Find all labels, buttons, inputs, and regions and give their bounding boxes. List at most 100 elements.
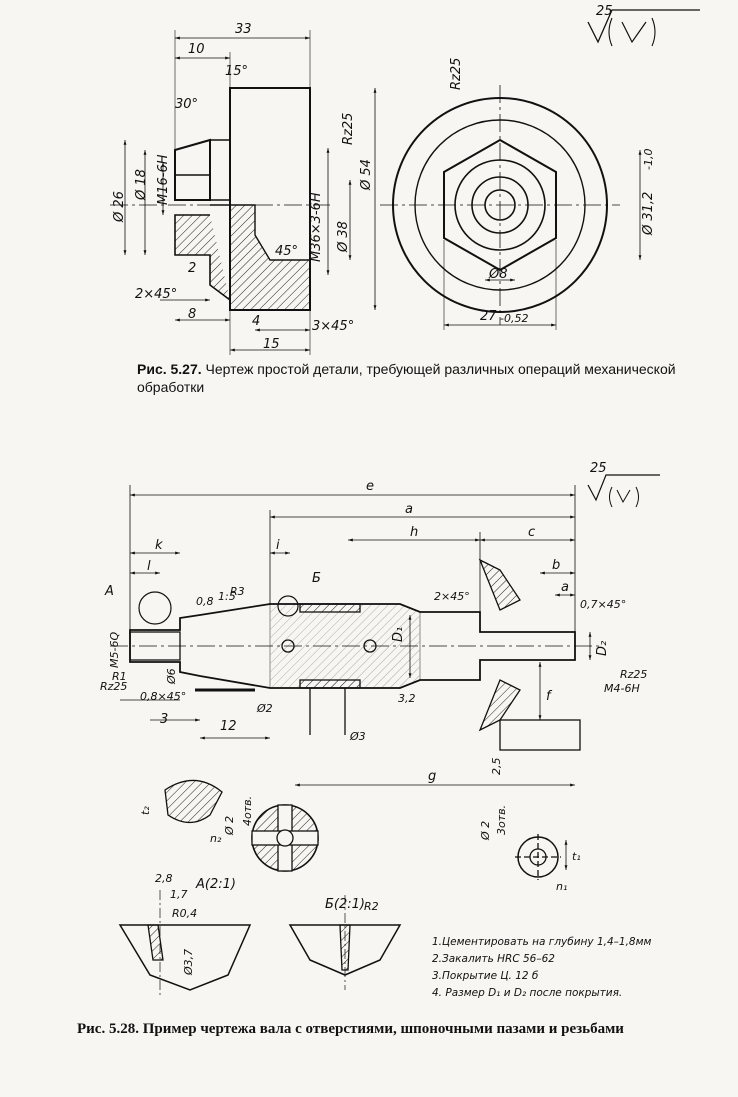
dim-4holes: 4отв. (241, 796, 254, 826)
dim-rz25-right: Rz25 (620, 668, 647, 681)
dim-m36: M36×3-6H (309, 192, 324, 262)
detail-b-label: Б(2:1) (325, 897, 365, 912)
dim-d26: Ø 26 (112, 191, 127, 223)
dim-e: e (366, 479, 374, 494)
roughness-top-value: 25 (596, 4, 613, 19)
label-b: Б (312, 571, 321, 586)
dim-d6: Ø6 (165, 668, 178, 685)
dim-3: 3 (160, 712, 168, 727)
dim-m4: M4-6H (604, 682, 640, 695)
dim-n1: n₁ (556, 880, 567, 893)
dim-taper: 1:5 (218, 590, 236, 603)
dim-k: k (155, 538, 163, 553)
dim-a-small: a (561, 580, 569, 595)
dim-10: 10 (188, 42, 205, 57)
label-a: A (104, 584, 114, 599)
part-side-view (110, 30, 377, 355)
dim-d1: D₁ (391, 627, 406, 642)
dim-phi3: Ø3 (349, 730, 366, 743)
dim-phi2: Ø2 (256, 702, 273, 715)
section-round-holes (251, 804, 319, 872)
part-end-view (380, 85, 642, 330)
figure-5-27-caption: Рис. 5.27. Чертеж простой детали, требую… (137, 360, 737, 396)
roughness-rz25-side: Rz25 (341, 113, 356, 145)
dim-2x45: 2×45° (135, 287, 177, 302)
dim-g: g (428, 769, 436, 784)
dim-12: 12 (220, 719, 237, 734)
dim-m16: M16-6H (156, 154, 171, 205)
shaft-main-view (110, 558, 600, 751)
dim-m5: M5-6Q (108, 632, 121, 668)
roughness-top-2: 25 (590, 461, 607, 476)
dim-2-5: 2,5 (490, 758, 503, 776)
detail-b (288, 895, 402, 990)
dim-f: f (546, 689, 553, 704)
figure-5-28 (110, 474, 660, 995)
dim-h: h (410, 525, 418, 540)
dim-a: a (405, 502, 413, 517)
dim-8: 8 (188, 307, 196, 322)
note-1: 1.Цементировать на глубину 1,4–1,8мм (432, 936, 652, 948)
figure-5-28-labels: 25 e a h c k l i b a 1:5 R3 0,8 A Б 2×45… (100, 461, 652, 999)
dim-phi2-sec: Ø 2 (223, 816, 236, 836)
dim-0-8: 0,8 (196, 595, 214, 608)
dim-3holes: 3отв. (495, 805, 508, 835)
figure-5-28-caption: Рис. 5.28. Пример чертежа вала с отверст… (77, 1020, 737, 1038)
dim-1-7: 1,7 (170, 888, 188, 901)
note-3: 3.Покрытие Ц. 12 б (432, 970, 539, 982)
dim-08x45: 0,8×45° (140, 690, 186, 703)
dim-d38: Ø 38 (336, 221, 351, 253)
detail-a (118, 890, 252, 995)
dim-30deg: 30° (175, 97, 198, 112)
dim-n2: n₂ (210, 832, 222, 845)
dim-d18: Ø 18 (134, 169, 149, 201)
detail-a-label: A(2:1) (195, 877, 236, 892)
figure-5-27 (110, 9, 700, 355)
dim-07x45: 0,7×45° (580, 598, 626, 611)
caption-number-2: Рис. 5.28. (77, 1021, 139, 1037)
dim-15: 15 (263, 337, 280, 352)
dim-rz25-left: Rz25 (100, 680, 127, 693)
dim-d31-2-tol: -1,0 (642, 149, 655, 170)
dim-33: 33 (235, 22, 252, 37)
shaft-dimensions (120, 485, 592, 787)
dim-4: 4 (252, 314, 260, 329)
dim-d8-end: Ø8 (488, 267, 508, 282)
dim-l: l (147, 559, 151, 574)
dim-phi2-small: Ø 2 (479, 821, 492, 841)
dim-27-tol: -0,52 (500, 312, 528, 325)
dim-t1: t₁ (572, 850, 581, 863)
dim-27: 27 (480, 309, 497, 324)
dim-45deg: 45° (275, 244, 298, 259)
dim-d54: Ø 54 (359, 159, 374, 191)
dim-r1: R1 (112, 670, 127, 683)
dim-c: c (528, 525, 535, 540)
dim-r0-4: R0,4 (172, 907, 197, 920)
dim-b: b (552, 558, 560, 573)
dim-2x45: 2×45° (434, 590, 470, 603)
dim-d31-2: Ø 31,2 (641, 192, 656, 236)
dim-r3: R3 (230, 585, 245, 598)
dim-3x45: 3×45° (312, 319, 354, 334)
caption-text-1: Чертеж простой детали, требующей различн… (137, 361, 676, 395)
dim-r2: R2 (364, 900, 379, 913)
note-4: 4. Размер D₁ и D₂ после покрытия. (432, 987, 622, 999)
dim-15deg: 15° (225, 64, 248, 79)
section-key-left (164, 779, 223, 824)
dim-d2: D₂ (595, 641, 610, 656)
figure-5-27-labels: 33 10 15° 30° M16-6H Ø 18 Ø 26 M36×3-6H … (112, 4, 656, 352)
dim-2-8: 2,8 (155, 872, 173, 885)
section-small-hole (515, 834, 568, 880)
dim-3-2: 3,2 (398, 692, 416, 705)
roughness-mark-icon (587, 9, 700, 44)
dim-t2: t₂ (139, 806, 152, 815)
caption-number-1: Рис. 5.27. (137, 361, 202, 377)
dim-2: 2 (188, 261, 196, 276)
note-2: 2.Закалить HRC 56–62 (432, 953, 555, 965)
dim-i: i (276, 538, 280, 553)
caption-text-2: Пример чертежа вала с отверстиями, шпоно… (142, 1021, 624, 1037)
dim-phi3-7: Ø3,7 (182, 949, 195, 976)
roughness-rz25-bore: Rz25 (449, 58, 464, 90)
roughness-mark-2-icon (587, 474, 660, 502)
